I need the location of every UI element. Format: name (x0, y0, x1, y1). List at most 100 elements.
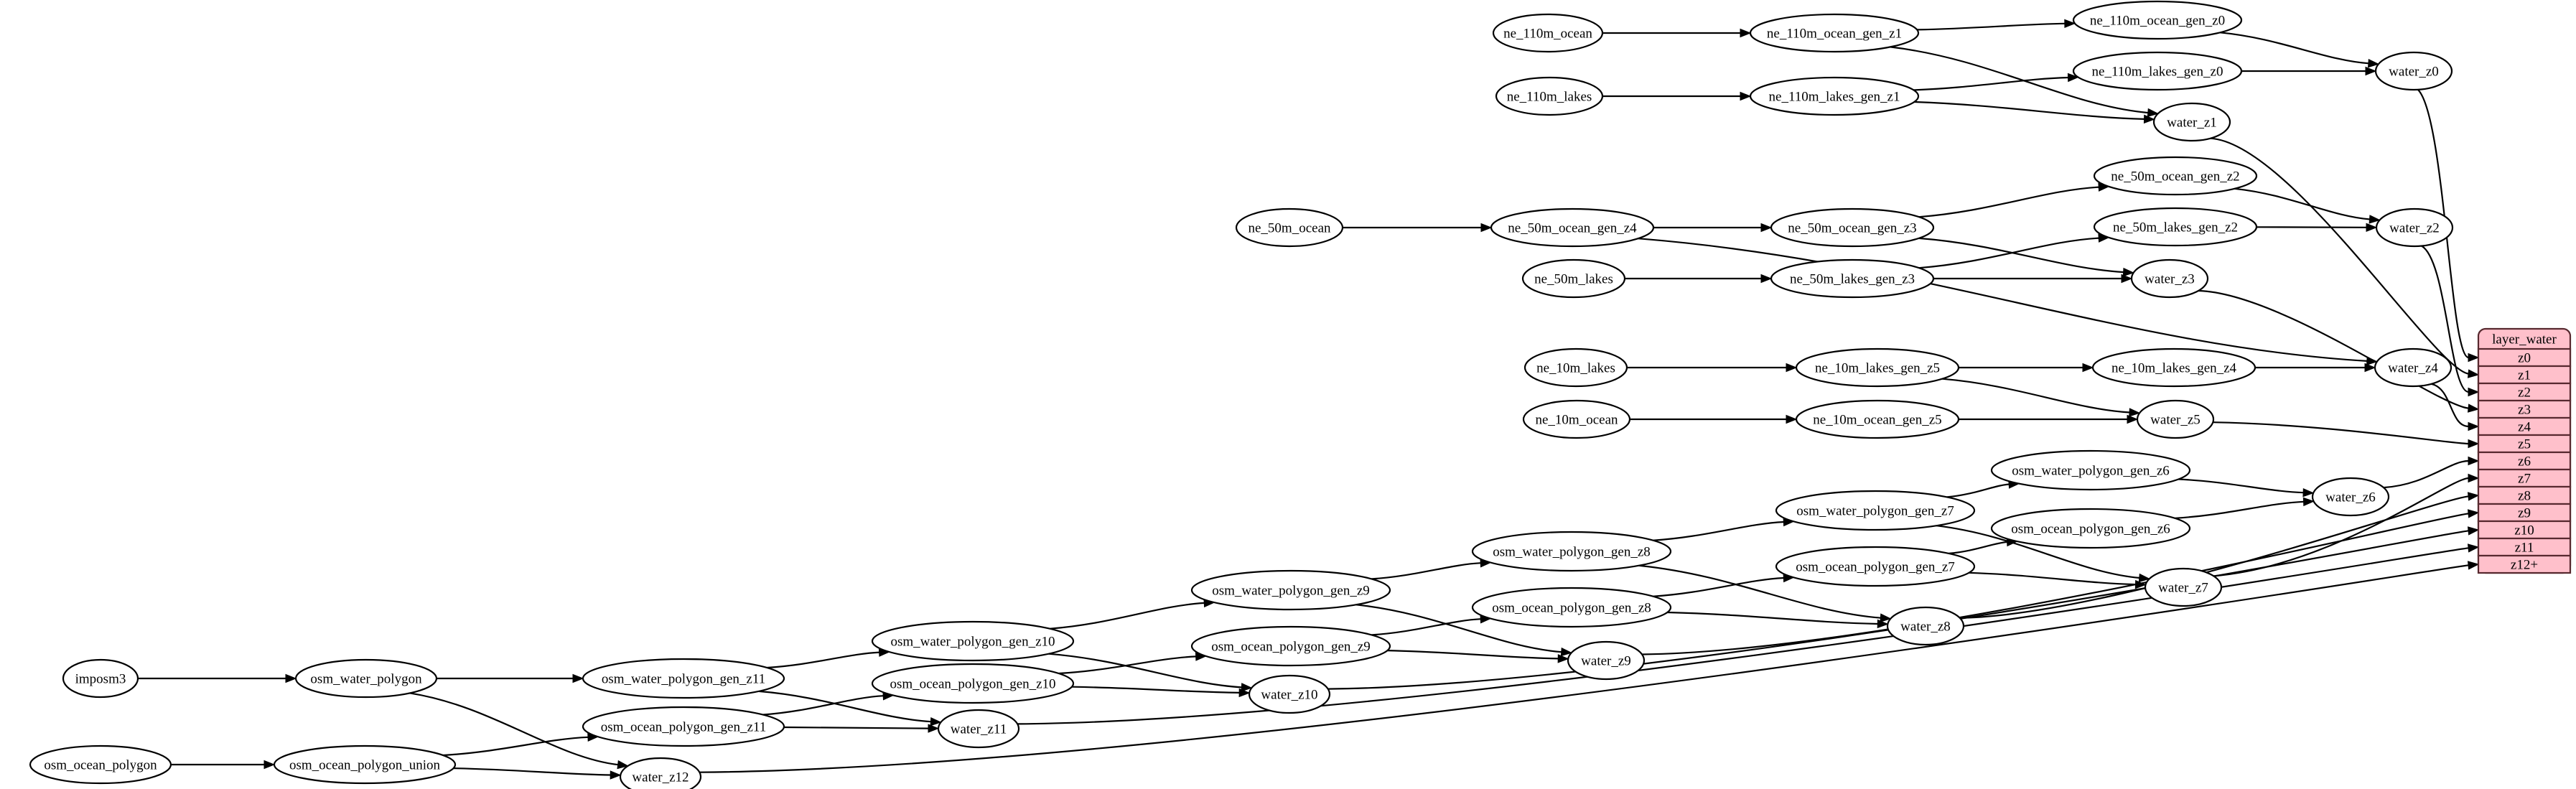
edge-water-z6-to-layer-water-z6 (2383, 459, 2469, 489)
layer-water-row-z12plus[interactable] (2477, 554, 2572, 574)
node-water-z3[interactable]: water_z3 (2130, 258, 2209, 299)
edge-ne-110m-lakes-gen-z1-to-ne-110m-lakes-gen-z0 (1913, 76, 2069, 91)
node-ne-50m-lakes[interactable]: ne_50m_lakes (1521, 258, 1626, 299)
node-shape (1770, 258, 1935, 299)
node-osm-water-polygon-gen-z11[interactable]: osm_water_polygon_gen_z11 (582, 658, 785, 699)
node-osm-ocean-polygon-gen-z8[interactable]: osm_ocean_polygon_gen_z8 (1471, 587, 1672, 628)
node-ne-50m-ocean-gen-z4[interactable]: ne_50m_ocean_gen_z4 (1490, 207, 1655, 248)
edge-osm-ocean-polygon-union-to-osm-ocean-polygon-gen-z11 (443, 736, 589, 757)
node-osm-ocean-polygon-gen-z11[interactable]: osm_ocean_polygon_gen_z11 (582, 706, 785, 747)
layer-water-row-z8[interactable] (2477, 485, 2572, 505)
node-ne-110m-ocean-gen-z0[interactable]: ne_110m_ocean_gen_z0 (2072, 0, 2243, 40)
node-water-z11[interactable]: water_z11 (937, 709, 1020, 749)
layer-water-row-z10[interactable] (2477, 520, 2572, 540)
edge-water-z2-to-layer-water-z2 (2421, 245, 2469, 393)
node-osm-water-polygon[interactable]: osm_water_polygon (294, 658, 438, 699)
node-shape (62, 658, 139, 699)
edge-ne-50m-ocean-gen-z2-to-water-z2 (2234, 187, 2371, 220)
layer-water-row-label: z11 (2515, 541, 2534, 556)
node-ne-110m-lakes-gen-z0[interactable]: ne_110m_lakes_gen_z0 (2072, 51, 2243, 91)
node-osm-water-polygon-gen-z9[interactable]: osm_water_polygon_gen_z9 (1190, 569, 1391, 611)
node-ne-50m-ocean[interactable]: ne_50m_ocean (1235, 207, 1344, 248)
node-label: water_z8 (1900, 620, 1951, 635)
node-osm-water-polygon-gen-z7[interactable]: osm_water_polygon_gen_z7 (1775, 490, 1976, 531)
node-water-z9[interactable]: water_z9 (1567, 640, 1646, 681)
node-osm-ocean-polygon-gen-z10[interactable]: osm_ocean_polygon_gen_z10 (871, 663, 1075, 704)
node-osm-ocean-polygon[interactable]: osm_ocean_polygon (29, 744, 172, 785)
edge-arrowhead (2147, 108, 2160, 118)
layer-water-row-z2[interactable] (2477, 382, 2572, 402)
node-shape (29, 744, 172, 785)
node-water-z0[interactable]: water_z0 (2374, 51, 2453, 91)
node-ne-110m-ocean-gen-z1[interactable]: ne_110m_ocean_gen_z1 (1749, 13, 1920, 53)
node-ne-110m-lakes[interactable]: ne_110m_lakes (1495, 76, 1604, 116)
layer-water-row-z6[interactable] (2477, 451, 2572, 471)
layer-water-table: layer_waterz0z1z2z3z4z5z6z7z8z9z10z11z12… (2477, 327, 2572, 574)
node-shape (1471, 587, 1672, 628)
node-ne-110m-ocean[interactable]: ne_110m_ocean (1492, 13, 1604, 53)
layer-water-row-z4[interactable] (2477, 416, 2572, 436)
edge-arrowhead (2121, 274, 2133, 284)
node-osm-water-polygon-gen-z8[interactable]: osm_water_polygon_gen_z8 (1471, 531, 1672, 572)
node-ne-110m-lakes-gen-z1[interactable]: ne_110m_lakes_gen_z1 (1749, 76, 1920, 116)
node-osm-ocean-polygon-gen-z6[interactable]: osm_ocean_polygon_gen_z6 (1990, 508, 2191, 549)
edge-ne-50m-ocean-gen-z3-to-water-z3 (1918, 237, 2124, 274)
node-ne-10m-ocean-gen-z5[interactable]: ne_10m_ocean_gen_z5 (1795, 399, 1960, 439)
node-osm-water-polygon-gen-z10[interactable]: osm_water_polygon_gen_z10 (871, 620, 1075, 662)
edge-arrowhead (2467, 561, 2480, 570)
node-osm-ocean-polygon-gen-z9[interactable]: osm_ocean_polygon_gen_z9 (1190, 625, 1391, 667)
node-osm-ocean-polygon-union[interactable]: osm_ocean_polygon_union (273, 744, 457, 785)
node-ne-50m-lakes-gen-z3[interactable]: ne_50m_lakes_gen_z3 (1770, 258, 1935, 299)
node-shape (2375, 207, 2454, 248)
node-water-z6[interactable]: water_z6 (2311, 477, 2390, 517)
node-ne-10m-lakes-gen-z5[interactable]: ne_10m_lakes_gen_z5 (1795, 347, 1960, 388)
node-ne-50m-ocean-gen-z2[interactable]: ne_50m_ocean_gen_z2 (2093, 156, 2258, 196)
edge-water-z10-to-layer-water-z10 (1327, 530, 2469, 690)
node-osm-ocean-polygon-gen-z7[interactable]: osm_ocean_polygon_gen_z7 (1775, 546, 1976, 587)
node-water-z2[interactable]: water_z2 (2375, 207, 2454, 248)
node-label: water_z9 (1581, 654, 1631, 669)
node-shape (1490, 207, 1655, 248)
edge-osm-water-polygon-gen-z11-to-water-z11 (758, 690, 932, 723)
layer-water-row-label: z12+ (2511, 558, 2538, 573)
node-label: ne_50m_ocean_gen_z3 (1788, 221, 1916, 236)
node-label: osm_ocean_polygon_gen_z6 (2011, 522, 2170, 537)
node-water-z12[interactable]: water_z12 (619, 757, 702, 789)
node-shape (273, 744, 457, 785)
node-ne-50m-lakes-gen-z2[interactable]: ne_50m_lakes_gen_z2 (2093, 207, 2258, 247)
node-water-z7[interactable]: water_z7 (2144, 567, 2223, 607)
layer-water-row-z11[interactable] (2477, 537, 2572, 557)
layer-water-row-z5[interactable] (2477, 434, 2572, 454)
node-ne-10m-lakes[interactable]: ne_10m_lakes (1523, 347, 1628, 388)
node-water-z8[interactable]: water_z8 (1886, 606, 1965, 646)
node-shape (1795, 347, 1960, 388)
node-label: ne_110m_lakes_gen_z0 (2092, 65, 2223, 80)
edge-osm-ocean-polygon-gen-z10-to-water-z10 (1071, 686, 1240, 694)
layer-water-row-label: z10 (2514, 523, 2534, 538)
node-ne-50m-ocean-gen-z3[interactable]: ne_50m_ocean_gen_z3 (1770, 207, 1935, 248)
node-label: ne_110m_ocean_gen_z1 (1767, 27, 1902, 42)
node-water-z5[interactable]: water_z5 (2136, 399, 2215, 439)
node-ne-10m-ocean[interactable]: ne_10m_ocean (1522, 399, 1631, 439)
edge-arrowhead (2122, 267, 2134, 277)
layer-water-row-z1[interactable] (2477, 365, 2572, 385)
edge-arrowhead (1238, 688, 1251, 698)
node-ne-10m-lakes-gen-z4[interactable]: ne_10m_lakes_gen_z4 (2091, 347, 2257, 388)
node-label: ne_50m_ocean_gen_z2 (2111, 169, 2239, 185)
node-water-z10[interactable]: water_z10 (1248, 674, 1331, 714)
edge-arrowhead (285, 673, 297, 683)
node-label: osm_ocean_polygon (44, 758, 157, 773)
edge-arrowhead (1740, 91, 1752, 101)
edge-osm-ocean-polygon-gen-z8-to-osm-ocean-polygon-gen-z7 (1653, 576, 1784, 597)
node-shape (1521, 258, 1626, 299)
layer-water-row-label: z8 (2518, 489, 2531, 504)
node-water-z4[interactable]: water_z4 (2374, 347, 2453, 388)
node-water-z1[interactable]: water_z1 (2152, 102, 2231, 142)
node-shape (2093, 207, 2258, 247)
node-osm-water-polygon-gen-z6[interactable]: osm_water_polygon_gen_z6 (1990, 449, 2191, 491)
edge-ne-10m-lakes-gen-z5-to-water-z5 (1942, 378, 2130, 414)
node-imposm3[interactable]: imposm3 (62, 658, 139, 699)
layer-water-row-z7[interactable] (2477, 468, 2572, 488)
edge-osm-ocean-polygon-union-to-water-z12 (453, 767, 611, 776)
node-label: osm_water_polygon_gen_z6 (2012, 464, 2170, 479)
